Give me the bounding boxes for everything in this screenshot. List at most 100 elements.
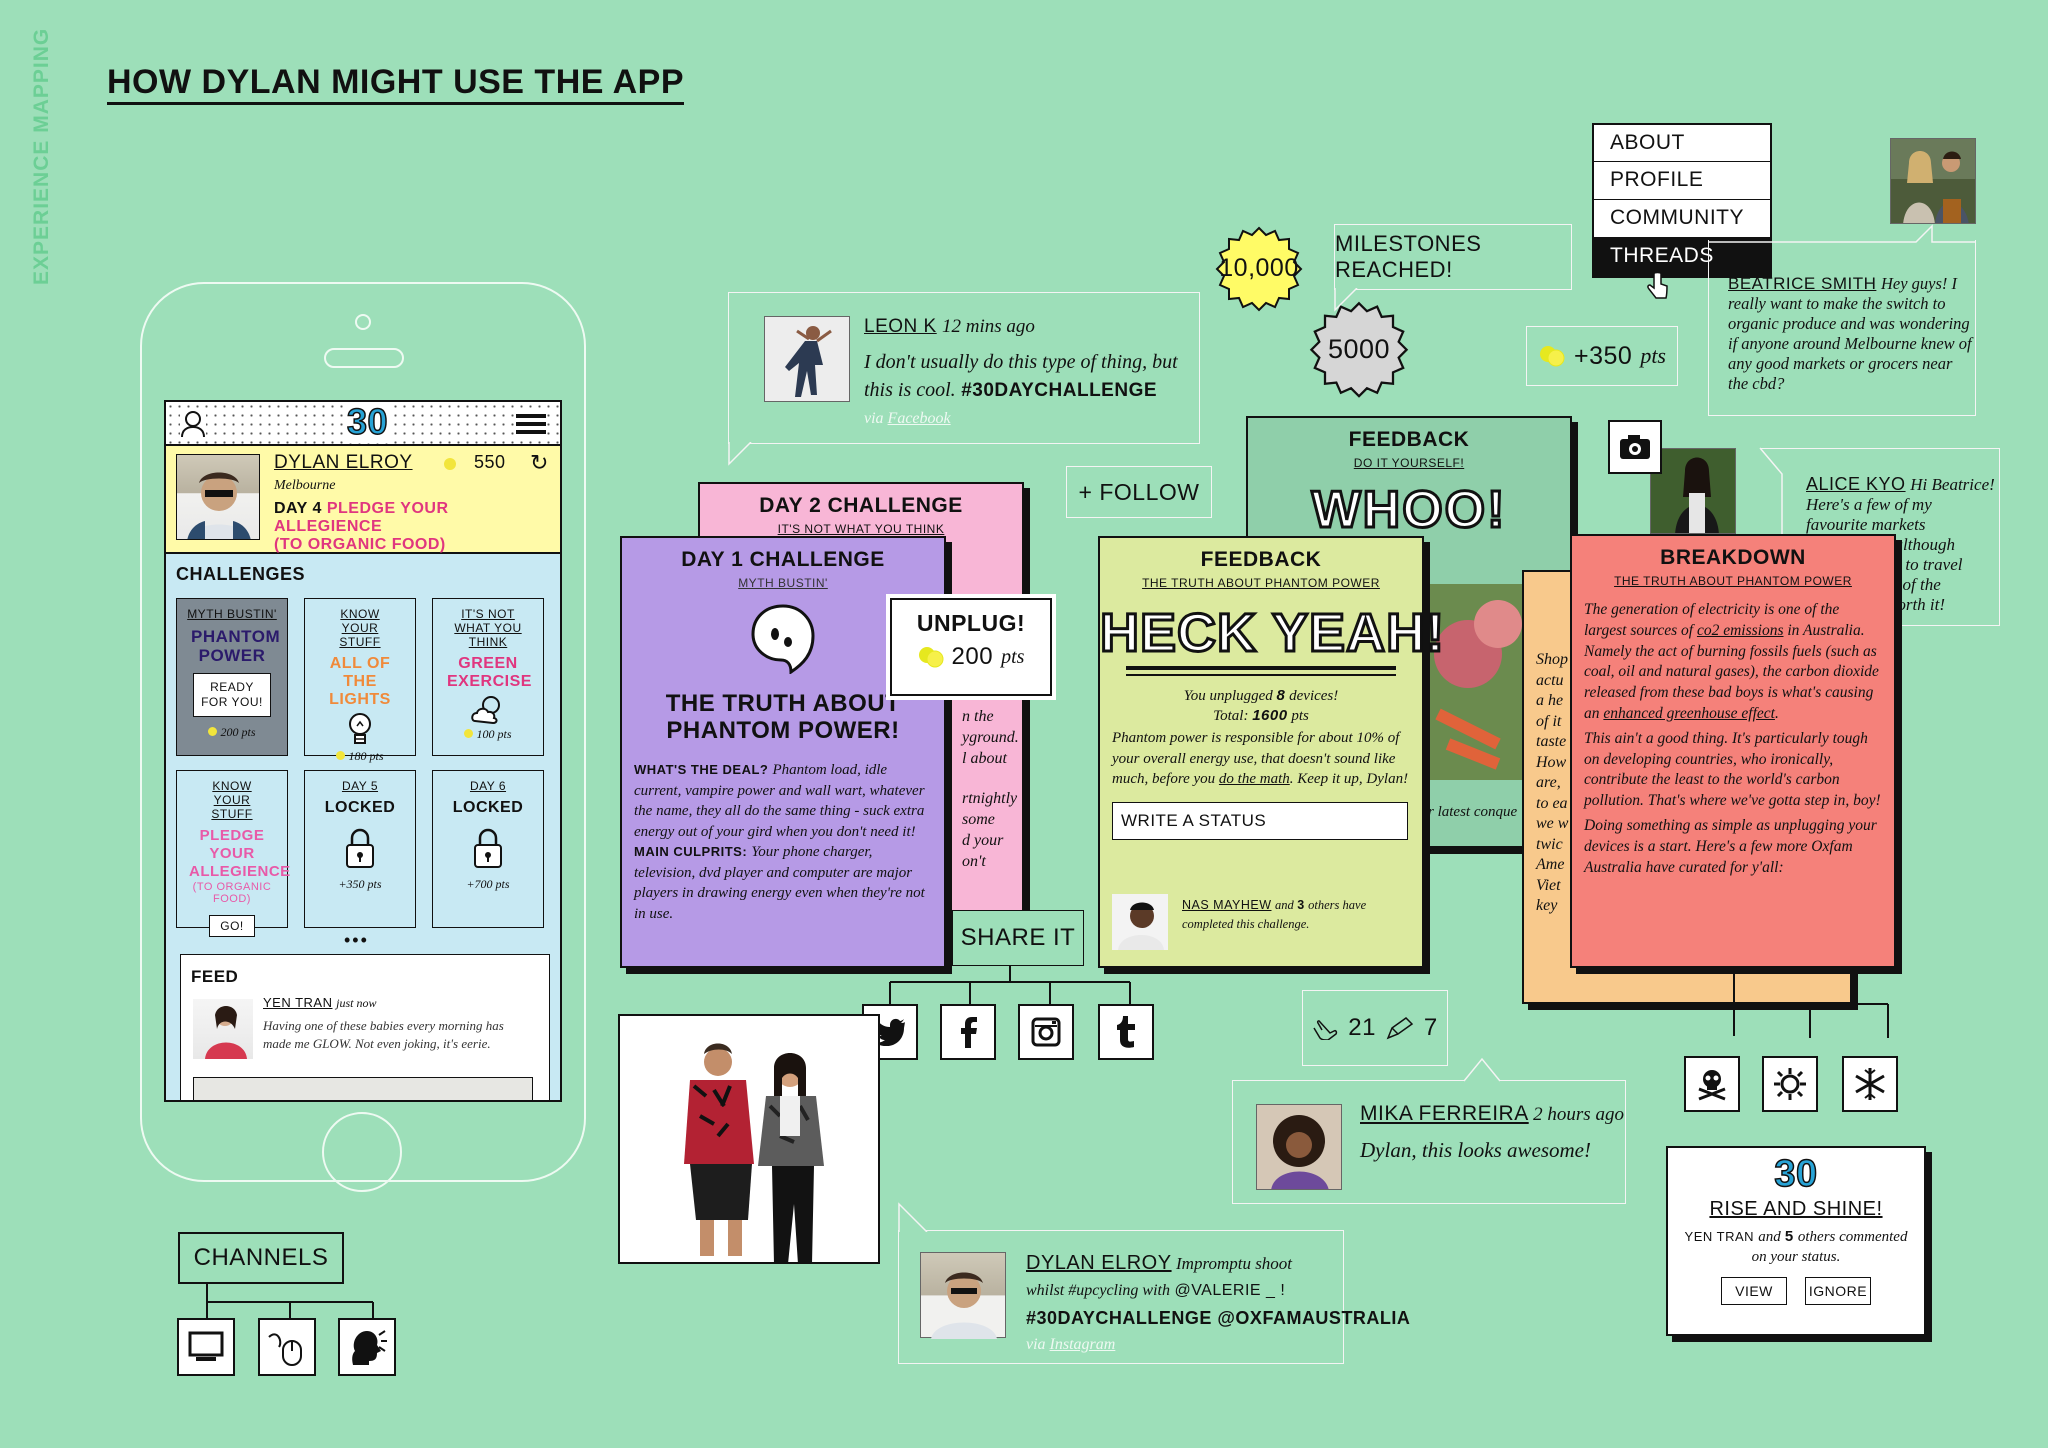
couple-photo — [618, 1014, 880, 1264]
snowflake-icon[interactable] — [1842, 1056, 1898, 1112]
tile-points: 200 pts — [177, 725, 287, 740]
page-title: HOW DYLAN MIGHT USE THE APP — [107, 62, 685, 105]
beatrice-text: BEATRICE SMITH Hey guys! I really want t… — [1728, 274, 1972, 393]
phone-home-button[interactable] — [322, 1112, 402, 1192]
challenge-tile[interactable]: KNOW YOUR STUFF ALL OF THE LIGHTS 180 pt… — [304, 598, 416, 763]
tumblr-icon[interactable] — [1098, 1004, 1154, 1060]
feed-time: just now — [336, 996, 377, 1010]
bubble-tail — [898, 1202, 928, 1232]
nas-name[interactable]: NAS MAYHEW — [1182, 898, 1272, 912]
instagram-icon[interactable] — [1018, 1004, 1074, 1060]
challenge-tile[interactable]: IT'S NOT WHAT YOU THINK GREEN EXERCISE 1… — [432, 598, 544, 756]
challenge-tile[interactable]: MYTH BUSTIN' PHANTOM POWER READY FOR YOU… — [176, 598, 288, 756]
share-label: SHARE IT — [952, 910, 1084, 966]
beatrice-avatar[interactable] — [1890, 138, 1976, 224]
beatrice-name[interactable]: BEATRICE SMITH — [1728, 274, 1877, 293]
mika-avatar[interactable] — [1256, 1104, 1342, 1190]
mouse-icon[interactable] — [258, 1318, 316, 1376]
instagram-link[interactable]: Instagram — [1049, 1336, 1116, 1353]
menu-item-profile[interactable]: PROFILE — [1594, 162, 1770, 200]
alice-avatar[interactable] — [1650, 448, 1736, 534]
leon-via: via Facebook — [864, 410, 951, 427]
day2-title: DAY 2 CHALLENGE — [759, 494, 963, 517]
tile-title: LOCKED — [324, 799, 396, 816]
day1-subtitle: MYTH BUSTIN' — [738, 576, 828, 590]
camera-icon[interactable] — [1608, 420, 1662, 474]
app-header: 30 — [166, 402, 560, 446]
feedback-diy-subtitle: DO IT YOURSELF! — [1353, 456, 1465, 470]
app-logo: 30 — [344, 402, 392, 443]
follow-button[interactable]: + FOLLOW — [1066, 466, 1212, 518]
lock-icon — [344, 825, 376, 869]
sun-icon[interactable] — [1762, 1056, 1818, 1112]
feed-user[interactable]: YEN TRAN — [263, 995, 333, 1010]
badge-10000: 10,000 — [1214, 226, 1304, 320]
menu-item-about[interactable]: ABOUT — [1594, 125, 1770, 162]
nas-avatar[interactable] — [1112, 894, 1168, 950]
unplug-title: UNPLUG! — [916, 610, 1026, 636]
menu-item-community[interactable]: COMMUNITY — [1594, 200, 1770, 238]
like-icon[interactable] — [1312, 1016, 1338, 1040]
user-name[interactable]: DYLAN ELROY — [274, 452, 413, 473]
bubble-tail — [728, 442, 752, 466]
dylan-post-avatar[interactable] — [920, 1252, 1006, 1339]
notif-title: RISE AND SHINE! — [1709, 1198, 1883, 1220]
feed-avatar[interactable] — [193, 999, 253, 1059]
leon-name[interactable]: LEON K — [864, 316, 937, 337]
more-dots[interactable]: ••• — [344, 930, 369, 950]
speaking-head-icon[interactable] — [338, 1318, 396, 1376]
ghost-icon — [748, 602, 818, 674]
go-button[interactable]: GO! — [209, 915, 255, 937]
feedback-diy-fragment: r latest conque — [1428, 804, 1518, 820]
mika-time: 2 hours ago — [1533, 1104, 1624, 1125]
menu-item-threads[interactable]: THREADS — [1594, 238, 1770, 276]
user-city: Melbourne — [274, 478, 336, 493]
dylan-post-line1: Impromptu shoot — [1176, 1254, 1293, 1273]
notification-card[interactable]: 30 RISE AND SHINE! YEN TRAN and 5 others… — [1666, 1146, 1926, 1336]
phone-camera — [355, 314, 371, 330]
breakdown-card[interactable]: BREAKDOWN THE TRUTH ABOUT PHANTOM POWER … — [1570, 534, 1896, 968]
dylan-post-tags: #30DAYCHALLENGE @OXFAMAUSTRALIA — [1026, 1308, 1411, 1328]
cursor-hand-icon — [1646, 272, 1668, 300]
day1-title: DAY 1 CHALLENGE — [681, 548, 885, 571]
do-the-math-link[interactable]: do the math — [1218, 771, 1290, 787]
bubble-tail — [1708, 224, 1976, 243]
mika-name[interactable]: MIKA FERREIRA — [1360, 1102, 1529, 1125]
feed-image — [193, 1077, 533, 1100]
pencil-icon[interactable] — [1386, 1016, 1414, 1040]
coins-icon — [1540, 346, 1565, 367]
greenhouse-link[interactable]: enhanced greenhouse effect — [1603, 704, 1775, 722]
dylan-post-name[interactable]: DYLAN ELROY — [1026, 1252, 1172, 1274]
refresh-icon[interactable]: ↻ — [530, 450, 549, 475]
milestones-bubble: MILESTONES REACHED! — [1334, 224, 1572, 290]
ready-button[interactable]: READY FOR YOU! — [193, 673, 271, 717]
monitor-icon[interactable] — [177, 1318, 235, 1376]
avatar[interactable] — [176, 454, 260, 540]
notif-text: YEN TRAN and 5 others commented on your … — [1684, 1228, 1908, 1265]
co2-link[interactable]: co2 emissions — [1696, 621, 1784, 639]
challenge-tile[interactable]: KNOW YOUR STUFF PLEDGE YOUR ALLEGIENCE (… — [176, 770, 290, 937]
skull-icon[interactable] — [1684, 1056, 1740, 1112]
feedback-card-phantom[interactable]: FEEDBACK THE TRUTH ABOUT PHANTOM POWER H… — [1098, 536, 1446, 968]
feedback-diy-title: FEEDBACK — [1348, 428, 1470, 451]
feedback-subtitle: THE TRUTH ABOUT PHANTOM POWER — [1142, 576, 1380, 590]
facebook-icon[interactable] — [940, 1004, 996, 1060]
breakdown-connector — [1733, 968, 1889, 1038]
challenge-tile-locked: DAY 6 LOCKED +700 pts — [432, 770, 544, 928]
facebook-link[interactable]: Facebook — [887, 410, 951, 427]
menu-icon[interactable] — [516, 412, 546, 436]
leon-avatar[interactable] — [764, 316, 850, 402]
ignore-button[interactable]: IGNORE — [1805, 1277, 1871, 1305]
day2-subtitle: IT'S NOT WHAT YOU THINK — [777, 522, 945, 536]
badge-5000: 5000 — [1308, 300, 1410, 404]
alice-name[interactable]: ALICE KYO — [1806, 474, 1906, 494]
like-count: 21 — [1348, 1014, 1376, 1041]
lock-icon — [472, 825, 504, 869]
status-input[interactable]: WRITE A STATUS — [1112, 801, 1408, 840]
view-button[interactable]: VIEW — [1721, 1277, 1787, 1305]
tile-category: KNOW YOUR STUFF — [211, 779, 253, 821]
weather-icon — [469, 693, 507, 727]
profile-icon[interactable] — [180, 410, 206, 438]
